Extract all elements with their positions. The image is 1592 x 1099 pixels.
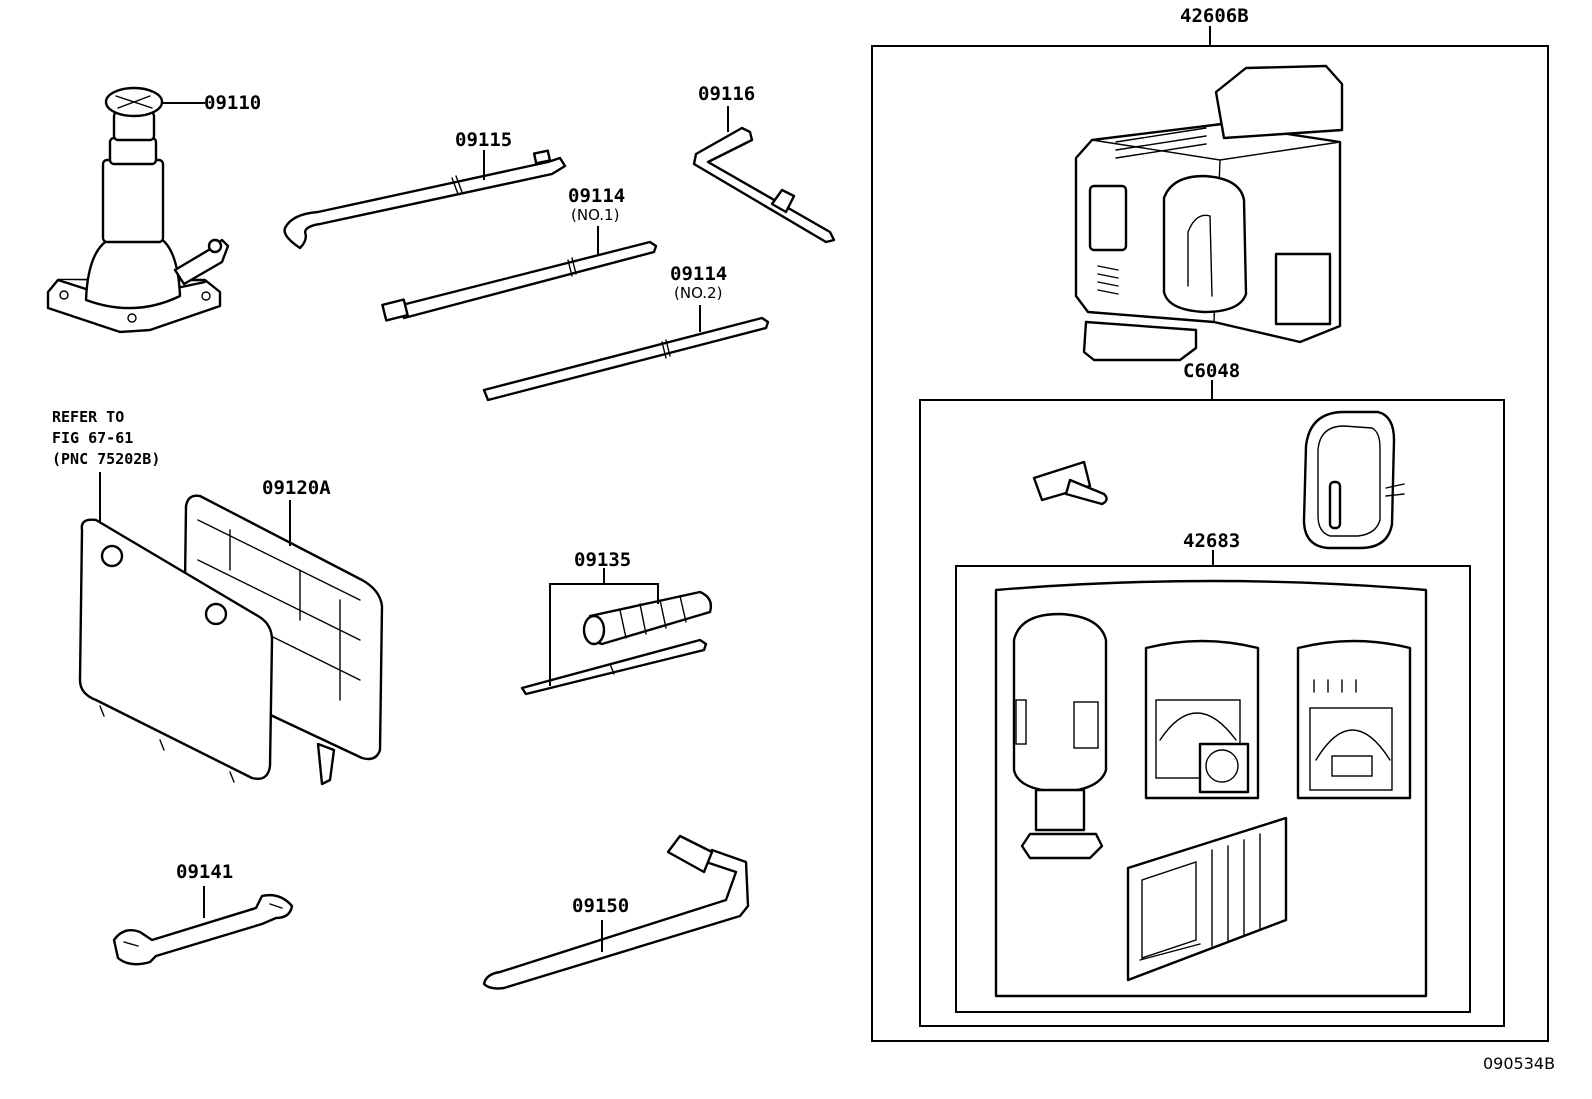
jack-09110[interactable] (46, 86, 230, 334)
lug-wrench-09150[interactable] (482, 834, 750, 990)
label-wrench: 09141 (176, 861, 233, 883)
hose-coil[interactable] (1302, 410, 1405, 550)
label-crank: 09116 (698, 83, 755, 105)
screwdriver-09135[interactable] (520, 590, 713, 696)
handle-no2-09114[interactable] (482, 316, 770, 402)
label-handle-no2: 09114 (670, 263, 727, 285)
label-tool-bag: 09120A (262, 477, 331, 499)
handle-no1-09114[interactable] (381, 240, 658, 322)
label-jack-handle: 09115 (455, 129, 512, 151)
valve-adapter[interactable] (1032, 460, 1108, 506)
label-lug-wrench: 09150 (572, 895, 629, 917)
note-handle-no1: (NO.1) (571, 206, 619, 224)
wrench-09141[interactable] (112, 893, 294, 966)
label-sealant-kit: 42683 (1183, 530, 1240, 552)
label-jack: 09110 (204, 92, 261, 114)
reference-note-line1: REFER TO (52, 408, 124, 426)
crank-09116[interactable] (692, 126, 836, 244)
figure-code: 090534B (1483, 1054, 1555, 1073)
sealant-package[interactable] (994, 579, 1428, 998)
label-screwdriver: 09135 (574, 549, 631, 571)
reference-note-line2: FIG 67-61 (52, 429, 133, 447)
compressor[interactable] (1074, 64, 1344, 362)
reference-note-line3: (PNC 75202B) (52, 450, 160, 468)
label-repair-kit: 42606B (1180, 5, 1249, 27)
tool-bag-09120A[interactable] (78, 494, 384, 786)
jack-handle-09115[interactable] (283, 149, 567, 250)
note-handle-no2: (NO.2) (674, 284, 722, 302)
label-sub-kit: C6048 (1183, 360, 1240, 382)
label-handle-no1: 09114 (568, 185, 625, 207)
